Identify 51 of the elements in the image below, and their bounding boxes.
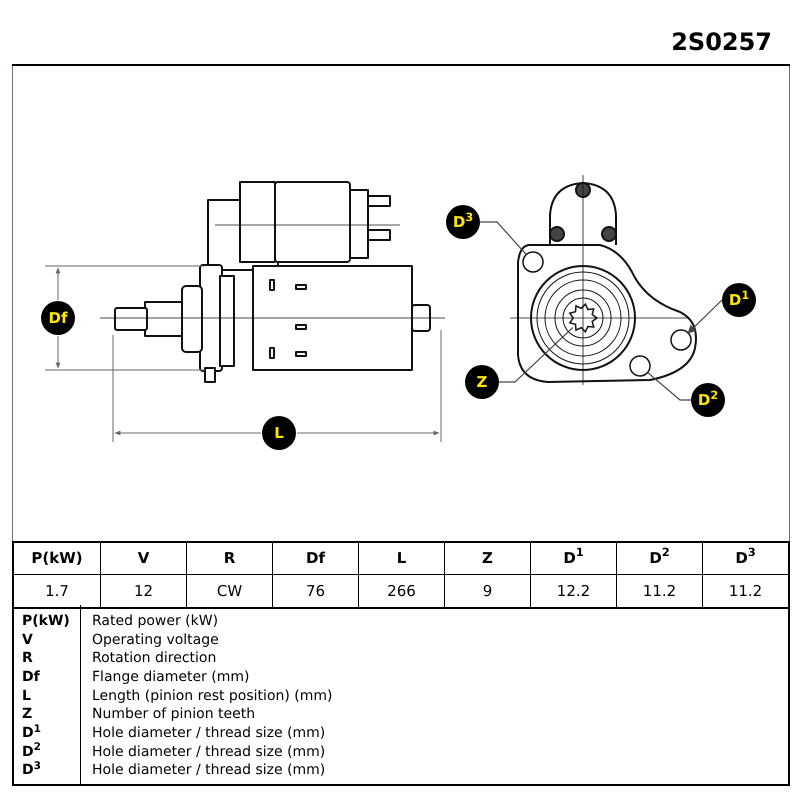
table-cell: 11.2	[702, 575, 788, 607]
callout-text: Z	[476, 374, 488, 390]
description: Rated power (kW)	[92, 612, 218, 631]
callout-text: D$^{2}$	[698, 392, 718, 408]
description: Number of pinion teeth	[92, 705, 256, 724]
abbreviation: D$^{2}$	[22, 742, 42, 761]
abbreviation: P(kW)	[22, 612, 71, 631]
part-number: 2S0257	[671, 27, 772, 58]
abbreviation: L	[22, 686, 32, 706]
abbreviation: Df	[22, 668, 41, 687]
mounting-hole	[629, 355, 651, 377]
table-header: Z	[444, 543, 530, 575]
table-header: V	[100, 543, 186, 575]
description: Hole diameter / thread size (mm)	[92, 742, 326, 762]
abbreviation: Z	[22, 705, 34, 724]
leader-line	[480, 221, 527, 255]
description: Hole diameter / thread size (mm)	[92, 724, 326, 743]
table-cell: 12	[100, 575, 186, 607]
mounting-hole	[670, 329, 692, 351]
table-header: D$^{3}$	[702, 543, 788, 575]
leader-line	[499, 327, 574, 383]
table-cell: 76	[272, 575, 358, 607]
table-header: D$^{1}$	[530, 543, 616, 575]
dimension-callout: Df	[41, 301, 75, 335]
leader-line	[647, 372, 691, 401]
table-header: D$^{2}$	[616, 543, 702, 575]
dimension-callout: L	[262, 416, 296, 450]
leader-line	[688, 299, 723, 334]
abbreviation: D$^{3}$	[22, 760, 42, 780]
table-cell: 266	[358, 575, 444, 607]
table-header: L	[358, 543, 444, 575]
table-header: P(kW)	[14, 543, 100, 575]
pinion-gear	[568, 302, 598, 334]
callout-text: D$^{3}$	[452, 214, 474, 230]
callout-text: D$^{1}$	[728, 292, 750, 308]
description: Flange diameter (mm)	[92, 668, 250, 687]
table-cell-text: 1.7	[44, 580, 70, 602]
description: Operating voltage	[92, 630, 219, 650]
mounting-hole	[522, 251, 544, 273]
description: Hole diameter / thread size (mm)	[92, 761, 326, 780]
description: Length (pinion rest position) (mm)	[92, 686, 332, 706]
description: Rotation direction	[92, 649, 216, 668]
table-header: Df	[272, 543, 358, 575]
abbreviation: R	[22, 649, 34, 668]
table-cell: CW	[186, 575, 272, 607]
table-cell: 9	[444, 575, 530, 607]
table-header: R	[186, 543, 272, 575]
table-cell: 12.2	[530, 575, 616, 607]
table-cell: 11.2	[616, 575, 702, 607]
abbreviation: V	[22, 630, 34, 650]
abbreviation: D$^{1}$	[22, 722, 42, 742]
